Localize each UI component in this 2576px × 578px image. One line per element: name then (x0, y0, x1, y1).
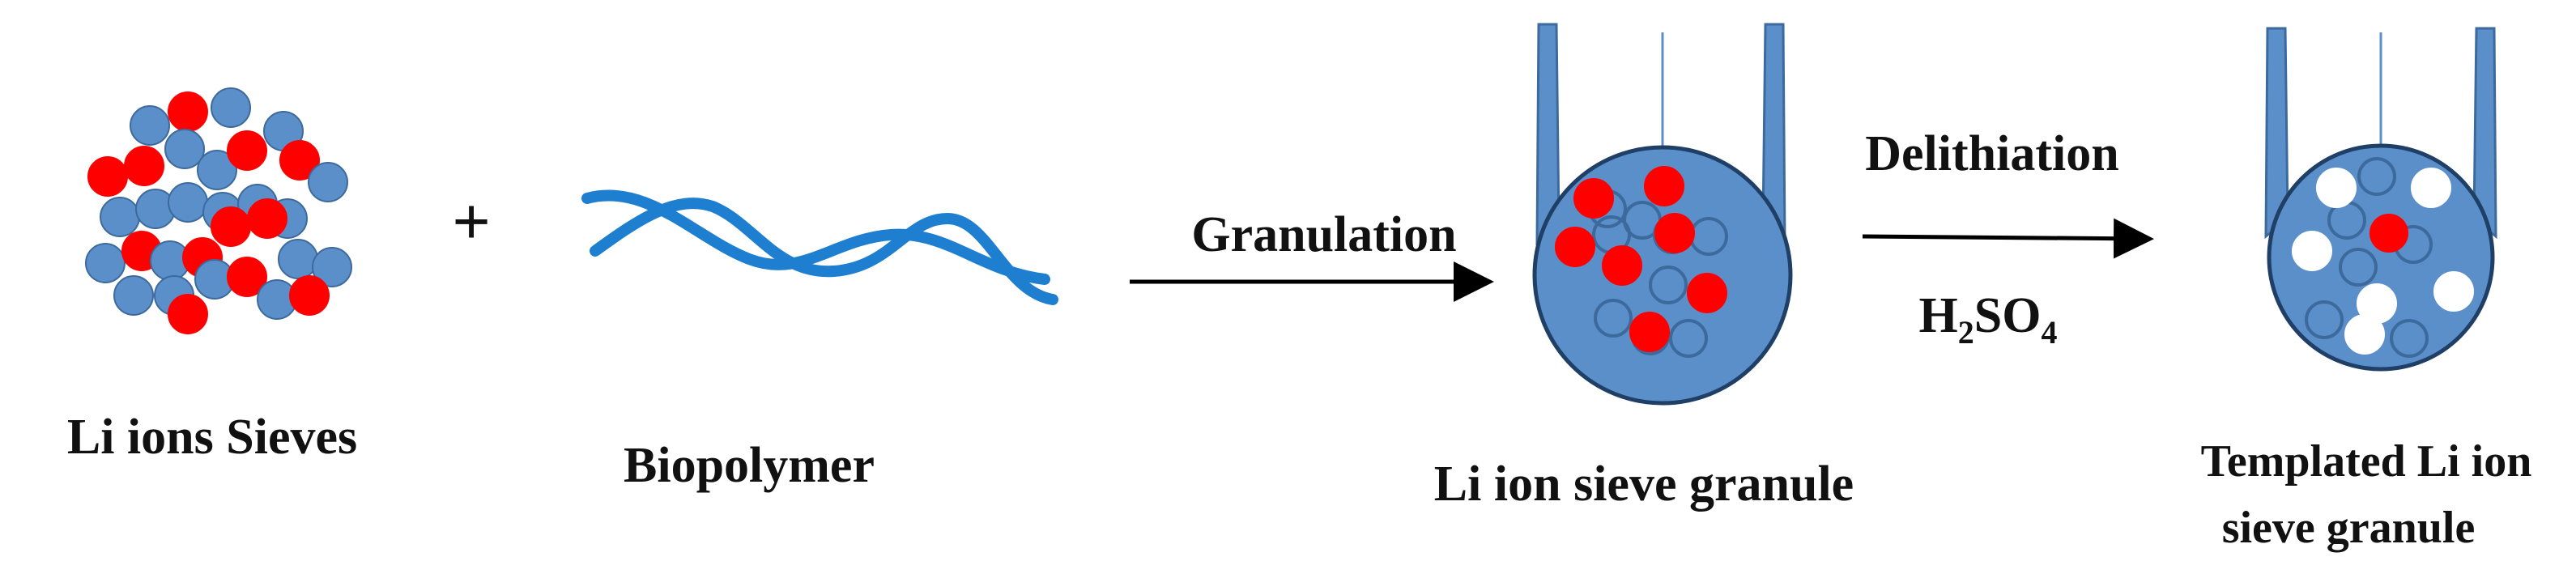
granule-particle-red (1687, 273, 1727, 313)
sieve-particle-red (289, 275, 330, 316)
biopolymer-strands (581, 189, 1058, 305)
granule-particle-outline (1649, 266, 1688, 304)
biopolymer-strand-2 (590, 198, 1058, 305)
sieve-particle-red (168, 91, 208, 132)
sieve-particle-blue (312, 247, 352, 287)
delithiation-label: Delithiation (1865, 126, 2118, 181)
sieve-particle-blue (113, 275, 154, 316)
granule-particle-outline (1669, 319, 1708, 358)
granule-particle-red (1573, 178, 1614, 219)
sieve-particle-red (279, 140, 320, 181)
templated-void-white (2433, 271, 2474, 312)
sieve-particle-blue (100, 197, 140, 237)
sieve-particle-blue (130, 105, 170, 146)
templated-void-white (2411, 168, 2451, 208)
sieve-particle-red (227, 257, 267, 297)
templated-void-white (2292, 231, 2332, 271)
acid-sub-4: 4 (2041, 314, 2057, 351)
templated-void-white (2316, 168, 2357, 208)
granule-particle-red (1629, 312, 1670, 352)
granule-particle-outline (1594, 299, 1633, 338)
li-ion-sieves-label: Li ions Sieves (67, 410, 357, 465)
templated-particles (2292, 157, 2474, 358)
acid-so: SO (1974, 288, 2042, 343)
acid-formula: H2SO4 (1919, 288, 2058, 351)
granule-particle-red (1555, 227, 1595, 267)
granule-label: Li ion sieve granule (1434, 457, 1854, 512)
sieve-particle-blue (85, 243, 126, 283)
sieve-particle-red (247, 198, 287, 239)
sieve-particle-blue (164, 129, 205, 169)
sieve-particle-red (227, 130, 267, 171)
granule-particle-red (1654, 213, 1695, 253)
granule-particle-red (1644, 166, 1684, 206)
granule-particles (1555, 166, 1728, 358)
templated-particle-red (2369, 214, 2408, 253)
templated-particle-outline (2339, 248, 2378, 287)
sieve-particle-blue (197, 150, 237, 190)
granulation-label: Granulation (1191, 207, 1456, 262)
li-ion-sieves-cluster (85, 87, 352, 334)
granule-holder (1535, 23, 1786, 246)
sieve-particle-red (87, 156, 128, 197)
sieve-particle-blue (211, 87, 251, 128)
biopolymer-label: Biopolymer (624, 438, 875, 493)
sieve-particle-red (211, 206, 251, 247)
sieve-particle-red (124, 146, 164, 186)
sieve-particle-red (168, 294, 208, 334)
granule-particle-red (1602, 245, 1642, 286)
templated-label-line-1: Templated Li ion (2201, 436, 2532, 487)
sieve-particle-blue (168, 182, 208, 223)
acid-h: H (1919, 288, 1958, 343)
delithiation-arrow (1862, 218, 2154, 259)
templated-void-white (2344, 314, 2385, 355)
templated-particle-outline (2357, 157, 2396, 196)
sieve-particle-blue (278, 239, 318, 279)
templated-particle-outline (2305, 300, 2344, 339)
acid-sub-2: 2 (1958, 314, 1974, 351)
sieve-particle-blue (308, 162, 348, 202)
plus-sign: + (452, 185, 491, 260)
templated-label-line-2: sieve granule (2222, 503, 2476, 553)
templated-particle-outline (2390, 319, 2429, 358)
templated-holder-right-arm (2472, 27, 2497, 240)
